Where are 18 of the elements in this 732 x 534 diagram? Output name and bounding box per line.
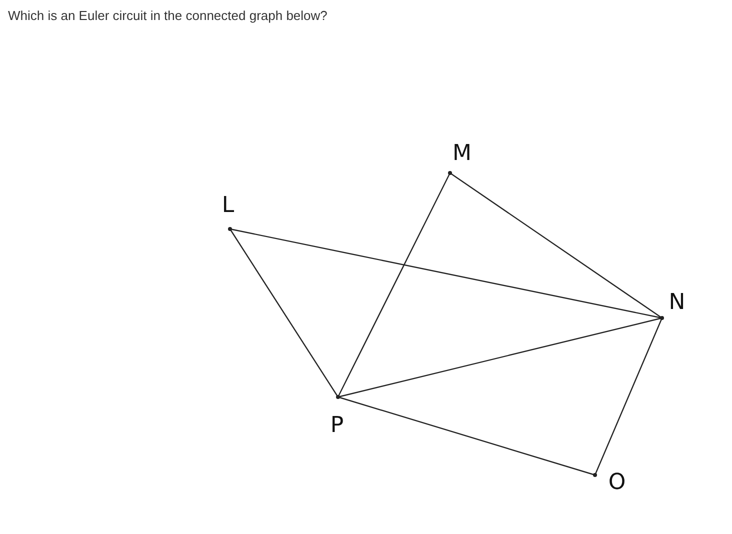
vertex-label: L [222, 195, 234, 217]
graph-vertex [336, 395, 340, 399]
graph-vertex [228, 227, 232, 231]
graph-edge [338, 317, 662, 398]
graph-edge [450, 172, 662, 318]
vertex-label: M [452, 143, 472, 165]
graph-edge [230, 228, 338, 398]
vertex-label: P [330, 415, 344, 437]
graph-edge [337, 172, 451, 398]
graph-edge [230, 228, 662, 319]
graph-edge [338, 396, 596, 476]
graph-vertex [593, 473, 597, 477]
graph-vertex [660, 316, 664, 320]
vertex-label: O [608, 472, 626, 494]
graph-edge [594, 318, 663, 476]
graph-vertex [448, 171, 452, 175]
question-text: Which is an Euler circuit in the connected graph below? [8, 8, 328, 23]
vertex-label: N [668, 292, 686, 314]
